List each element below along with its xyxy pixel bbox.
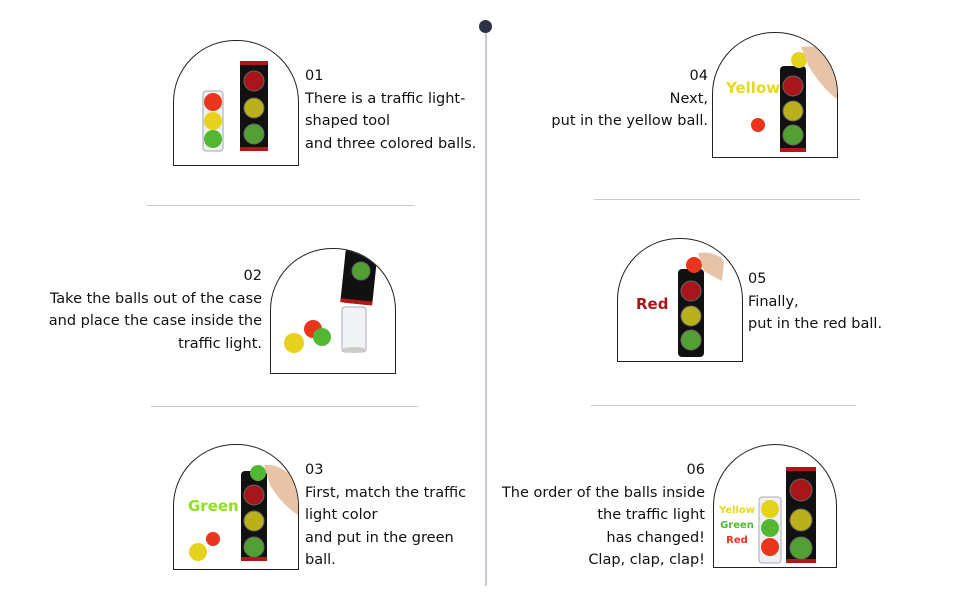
red-ball	[206, 532, 220, 546]
divider-right-1	[594, 199, 860, 200]
step-06-image: Yellow Green Red	[713, 444, 837, 568]
step-04-color-label: Yellow	[726, 79, 781, 97]
green-ball	[250, 465, 266, 481]
step-02-image	[270, 248, 396, 374]
green-ball	[761, 519, 779, 537]
yellow-ball	[189, 543, 207, 561]
red-ball	[761, 538, 779, 556]
step-06-illustration	[758, 467, 816, 564]
step-03-text: 03 First, match the traffic light color …	[305, 459, 466, 572]
step-05-image: Red	[617, 238, 743, 362]
step-03-color-label: Green	[188, 497, 239, 515]
step-04-image: Yellow	[712, 32, 838, 158]
step-02-illustration	[284, 249, 378, 353]
step-04-number: 04	[689, 68, 708, 84]
step-04-text: 04 Next, put in the yellow ball.	[520, 65, 708, 133]
center-divider	[485, 26, 487, 586]
step-03-number: 03	[305, 462, 324, 478]
hand	[698, 252, 724, 281]
step-04-illustration	[751, 46, 837, 152]
yellow-ball	[761, 500, 779, 518]
hand	[801, 46, 837, 99]
step-05-illustration	[678, 252, 724, 357]
step-01-text: 01 There is a traffic light- shaped tool…	[305, 65, 476, 155]
step-05-number: 05	[748, 271, 767, 287]
hand	[264, 464, 298, 515]
timeline-dot	[479, 20, 492, 33]
step-01-image	[173, 40, 299, 166]
red-ball	[204, 93, 222, 111]
red-ball	[686, 257, 702, 273]
red-ball	[751, 118, 765, 132]
step-06-text: 06 The order of the balls inside the tra…	[480, 459, 705, 572]
divider-left-1	[147, 205, 414, 206]
yellow-ball	[284, 333, 304, 353]
step-02-text: 02 Take the balls out of the case and pl…	[30, 265, 262, 355]
divider-left-2	[151, 406, 418, 407]
step-05-color-label: Red	[636, 295, 669, 313]
step-06-number: 06	[686, 462, 705, 478]
step-01-number: 01	[305, 68, 324, 84]
step-03-image: Green	[173, 444, 299, 570]
yellow-ball	[791, 52, 807, 68]
step-05-text: 05 Finally, put in the red ball.	[748, 268, 882, 336]
step-01-illustration	[202, 61, 268, 152]
green-ball	[313, 328, 331, 346]
step-06-labels: Yellow Green Red	[718, 505, 756, 546]
step-02-number: 02	[243, 268, 262, 284]
divider-right-2	[591, 405, 856, 406]
green-ball	[204, 130, 222, 148]
yellow-ball	[204, 112, 222, 130]
step-03-illustration	[189, 464, 298, 561]
